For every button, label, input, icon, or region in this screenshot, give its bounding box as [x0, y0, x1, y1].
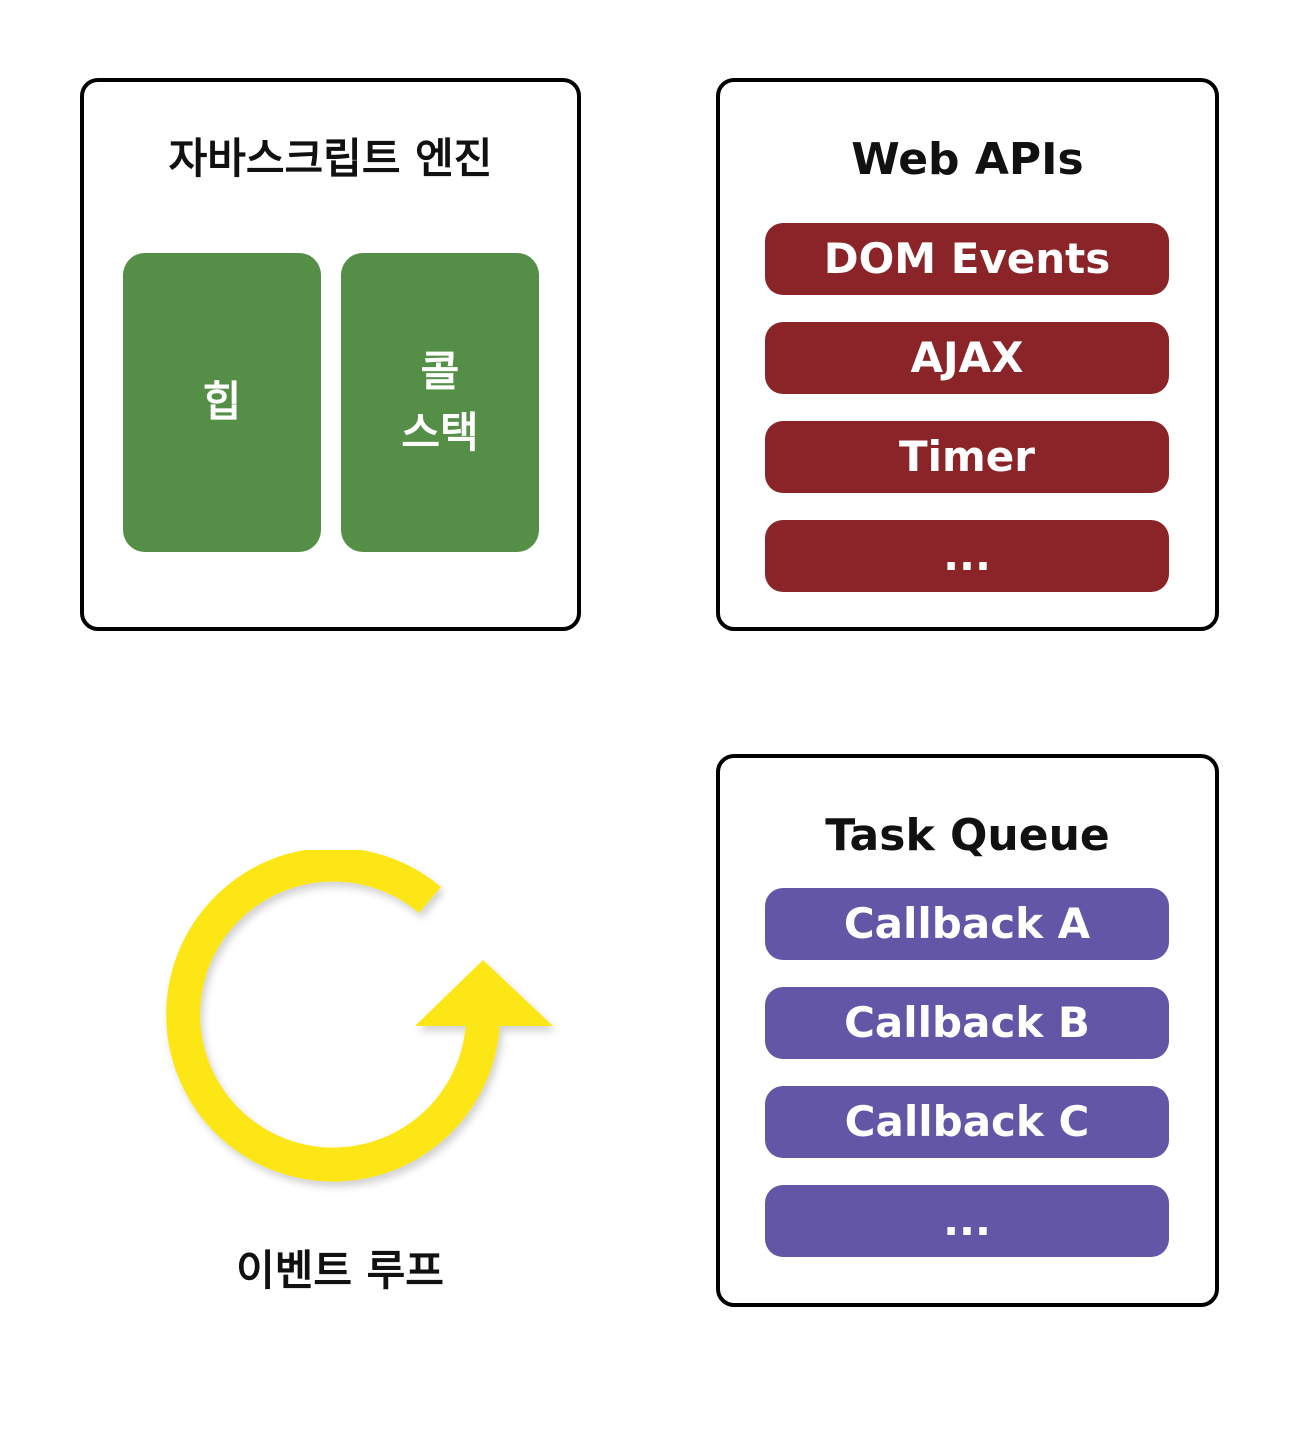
web-api-item: Timer	[765, 421, 1169, 493]
call-stack-label-line2: 스택	[401, 407, 479, 457]
event-loop-arrow	[150, 847, 570, 1210]
task-queue-item: Callback A	[765, 888, 1169, 960]
call-stack-label-line1: 콜	[420, 346, 460, 396]
engine-title: 자바스크립트 엔진	[168, 134, 493, 183]
web-apis-title: Web APIs	[851, 134, 1084, 185]
task-queue-item-ellipsis: ...	[765, 1185, 1169, 1257]
javascript-engine-panel: 자바스크립트 엔진 힙 콜 스택	[80, 78, 581, 631]
task-queue-item: Callback B	[765, 987, 1169, 1059]
task-queue-item: Callback C	[765, 1086, 1169, 1158]
web-apis-panel: Web APIs DOM Events AJAX Timer ...	[716, 78, 1219, 631]
task-queue-title: Task Queue	[825, 810, 1110, 861]
task-queue-panel: Task Queue Callback A Callback B Callbac…	[716, 754, 1219, 1307]
call-stack-block: 콜 스택	[341, 253, 539, 552]
web-api-item: AJAX	[765, 322, 1169, 394]
heap-label: 힙	[202, 377, 242, 427]
circular-arrow-icon	[166, 847, 553, 1182]
web-api-item: DOM Events	[765, 223, 1169, 295]
web-api-item-ellipsis: ...	[765, 520, 1169, 592]
event-loop-label: 이벤트 루프	[236, 1246, 444, 1295]
heap-block: 힙	[123, 253, 321, 552]
